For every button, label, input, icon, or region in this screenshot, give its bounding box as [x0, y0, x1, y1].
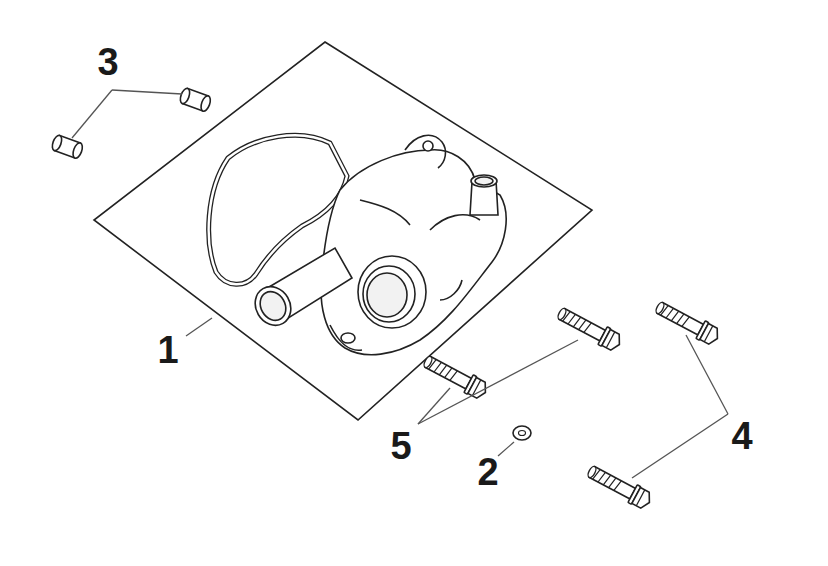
- bolt: [555, 304, 624, 354]
- bolt: [421, 352, 490, 402]
- water-pump-housing: [248, 135, 506, 354]
- dowel-sleeve: [179, 87, 213, 112]
- dowel-sleeve: [51, 134, 85, 159]
- kit-frame: [94, 42, 592, 420]
- leader-lines: [72, 90, 728, 478]
- washer: [513, 426, 531, 440]
- callout-number: 1: [157, 331, 178, 369]
- callout-number: 3: [97, 43, 118, 81]
- bolt: [653, 298, 722, 348]
- callout-number: 4: [731, 417, 752, 455]
- bolt: [585, 462, 654, 512]
- callout-number: 2: [477, 453, 498, 491]
- callout-number: 5: [390, 427, 411, 465]
